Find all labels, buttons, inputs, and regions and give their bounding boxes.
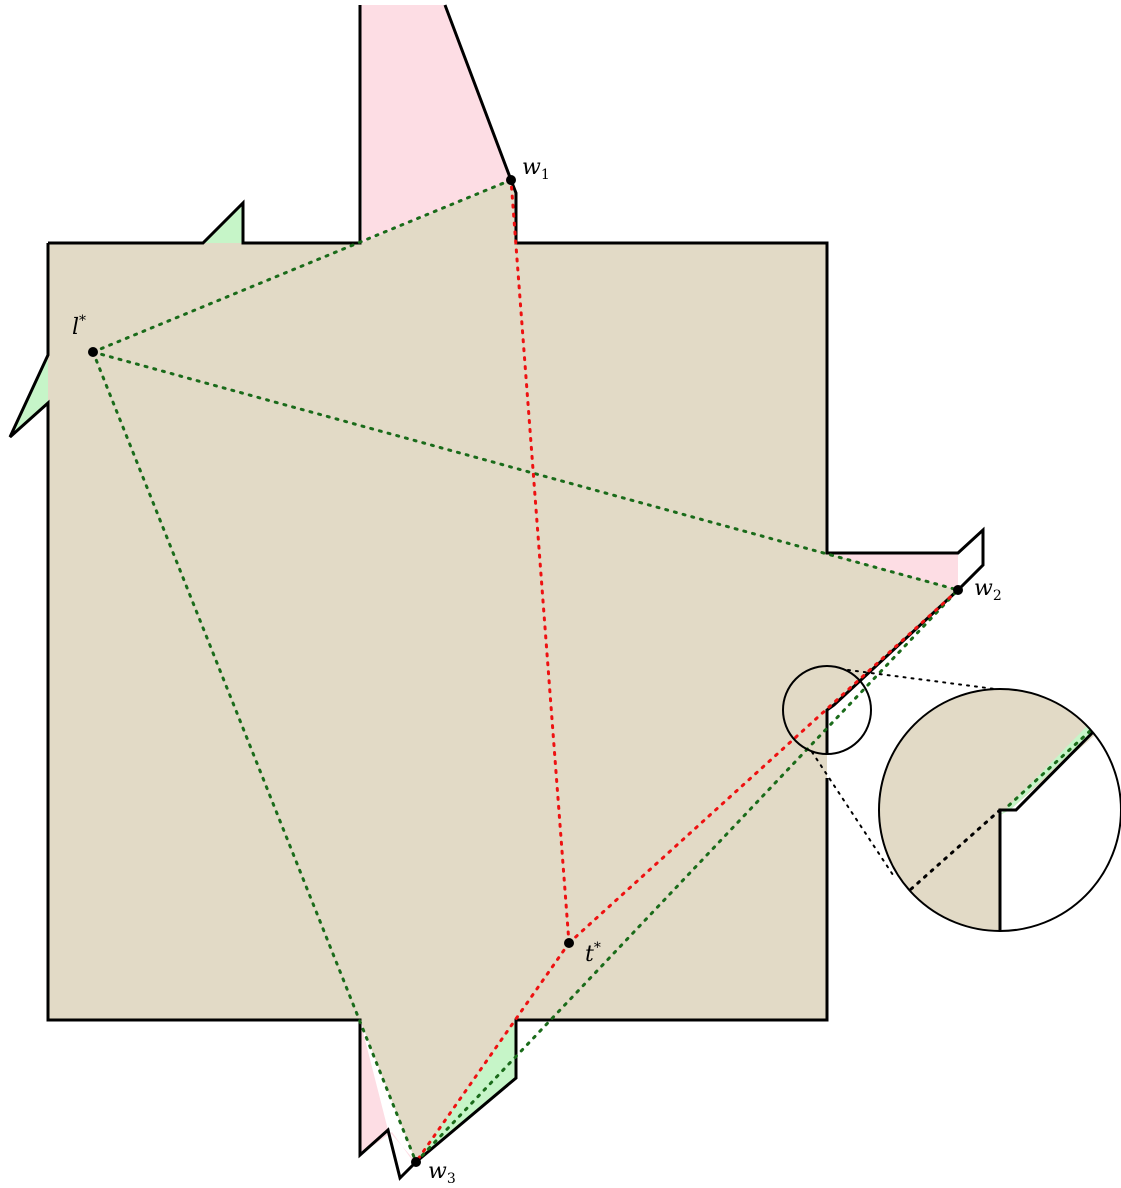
outline: [8, 4, 985, 1181]
label-t-star: t*: [585, 940, 601, 967]
sightline-t-w3: [414, 941, 571, 1164]
label-w2: w2: [974, 576, 1002, 604]
red-sightlines: [414, 178, 960, 1164]
label-w1: w1: [522, 155, 550, 183]
outline-spike-top: [443, 4, 985, 755]
outline-top: [48, 5, 362, 245]
sightline-l-w2: [91, 350, 960, 592]
label-w3: w3: [428, 1159, 456, 1187]
zoom-connectors: [811, 669, 996, 879]
point-w1: [506, 175, 516, 185]
zoom-inset-wall: [998, 723, 1102, 931]
zoom-source-circle: [782, 665, 872, 755]
label-l-star: l*: [72, 313, 86, 340]
zoom-inset-border: [878, 688, 1121, 932]
pink-region-bottom: [360, 1020, 416, 1162]
zoom-inset: [878, 688, 1121, 932]
main-polygon: [48, 180, 958, 1162]
outline-bottom-right: [8, 243, 829, 1181]
points: [88, 175, 963, 1167]
point-w3: [411, 1157, 421, 1167]
pink-region-top: [361, 5, 511, 243]
sightline-t-w1: [509, 178, 571, 945]
green-sightlines: [91, 178, 960, 1164]
sightline-w3-w2: [414, 588, 960, 1164]
point-l-star: [88, 347, 98, 357]
zoom-connector-bottom: [811, 751, 896, 879]
sightline-l-w3: [91, 350, 418, 1164]
point-w2: [953, 585, 963, 595]
zoom-connector-top: [847, 669, 996, 690]
sightline-t-w2: [567, 588, 960, 945]
point-t-star: [564, 938, 574, 948]
zoom-inset-green-dots: [1004, 729, 1092, 810]
zoom-inset-black-dots: [908, 808, 1002, 892]
sightline-l-w1: [91, 178, 513, 354]
